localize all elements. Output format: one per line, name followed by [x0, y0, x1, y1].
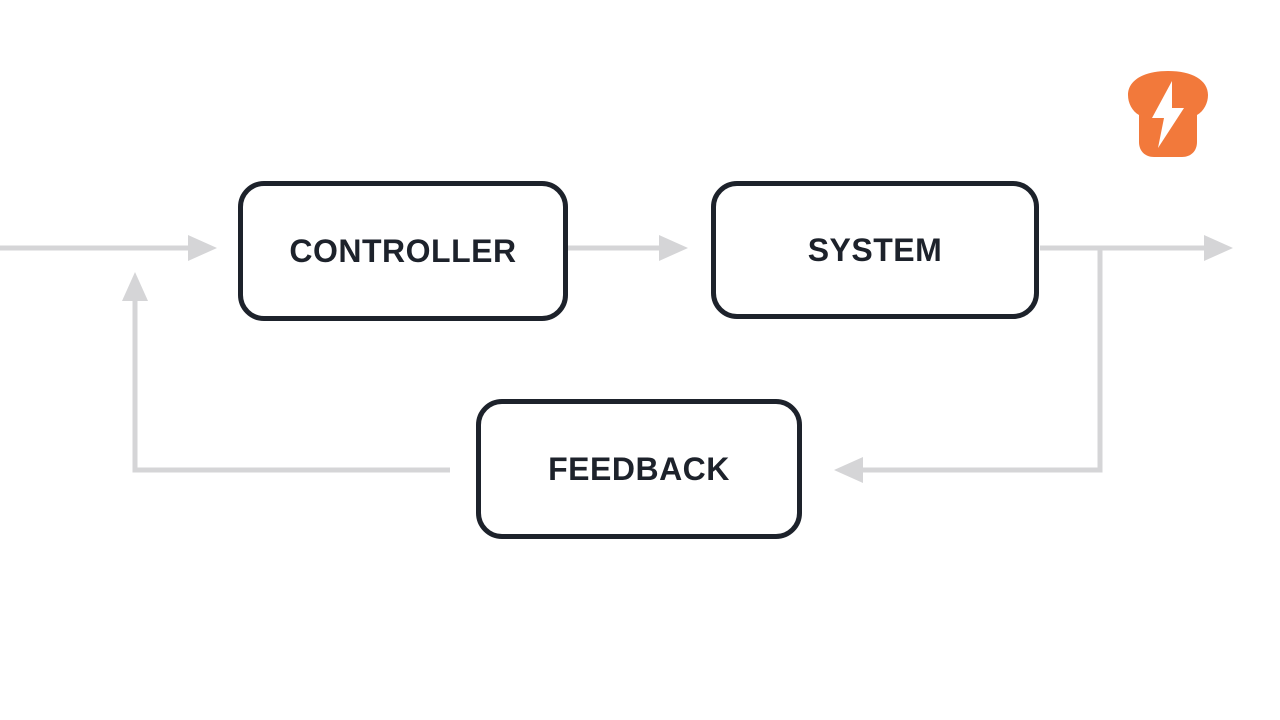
node-controller: CONTROLLER — [238, 181, 568, 321]
toast-lightning-icon — [1126, 68, 1210, 160]
edge-system-to-output — [1040, 235, 1233, 261]
edge-feedback-to-input — [122, 272, 450, 473]
lightning-bolt-icon — [1152, 81, 1184, 148]
node-feedback: FEEDBACK — [476, 399, 802, 539]
edge-controller-to-system — [568, 235, 688, 261]
node-controller-label: CONTROLLER — [289, 232, 517, 269]
node-feedback-label: FEEDBACK — [548, 450, 730, 487]
edge-branch-to-feedback — [834, 248, 1103, 483]
node-system-label: SYSTEM — [807, 231, 943, 268]
edge-input-to-controller — [0, 235, 217, 261]
node-system: SYSTEM — [711, 181, 1039, 319]
